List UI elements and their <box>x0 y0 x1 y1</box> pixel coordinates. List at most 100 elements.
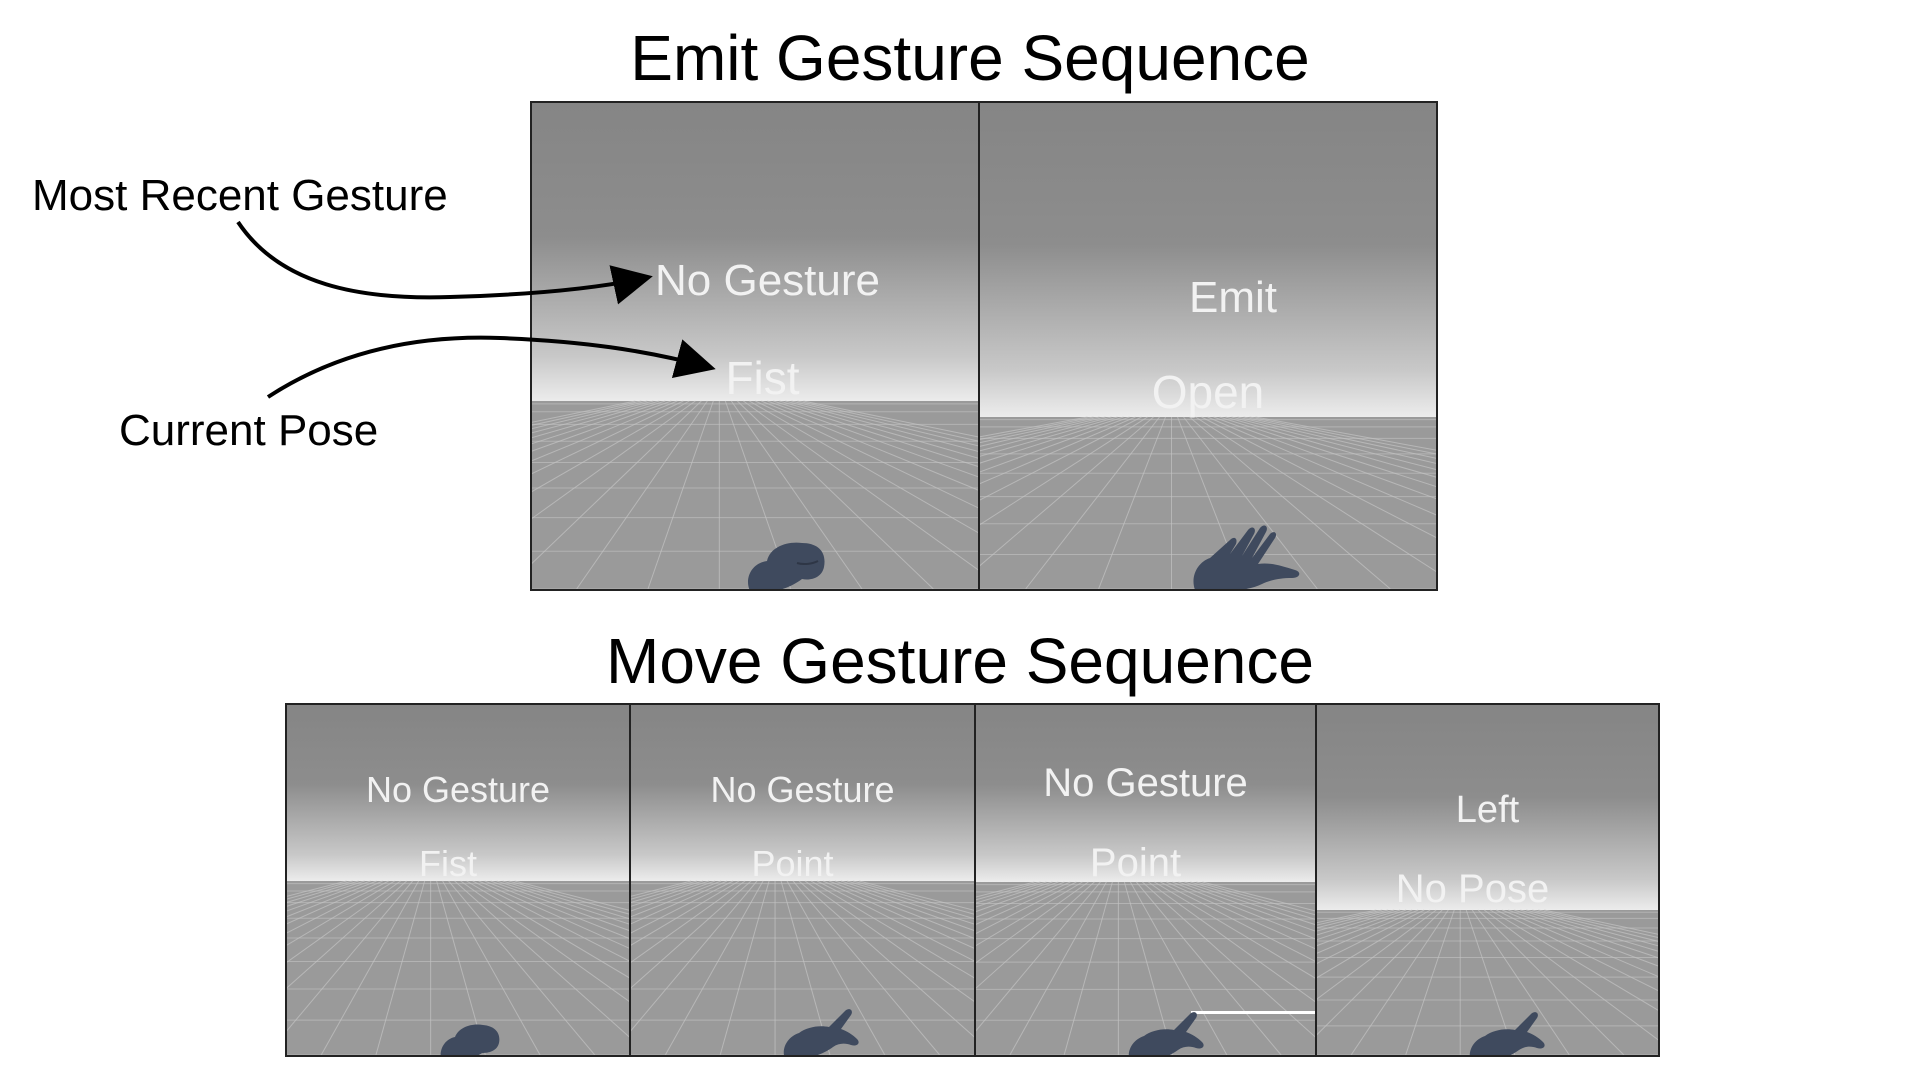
grid-line <box>1538 909 1658 939</box>
grid-line <box>1148 881 1315 1003</box>
grid-line <box>761 400 978 491</box>
grid-line <box>287 880 377 918</box>
grid-line <box>287 880 401 963</box>
pose-label: Fist <box>725 352 800 404</box>
grid-line <box>287 880 414 1032</box>
grid-line <box>532 400 696 520</box>
grid-line <box>1544 909 1658 935</box>
grid-line <box>631 880 716 912</box>
grid-line <box>976 881 1083 947</box>
grid-line <box>743 400 978 571</box>
grid-line <box>514 880 629 911</box>
grid-line <box>980 416 1124 464</box>
grid-line <box>840 880 974 925</box>
gesture-label: No Gesture <box>1043 761 1248 805</box>
grid-line <box>1195 416 1436 573</box>
grid-line <box>1471 909 1570 1055</box>
grid-line <box>320 880 420 1055</box>
grid-line <box>804 880 974 1002</box>
grid-line <box>810 880 974 979</box>
grid-line <box>532 400 690 493</box>
grid-line <box>719 880 770 1055</box>
grid-line <box>631 880 740 946</box>
grid-line <box>792 880 941 1055</box>
fist-hand-icon <box>748 542 825 589</box>
emit-sequence-title: Emit Gesture Sequence <box>630 22 1310 94</box>
floor-grid <box>287 880 629 1055</box>
move-panel-1: No Gesture Fist <box>285 703 631 1057</box>
grid-line <box>980 416 1118 457</box>
grid-line <box>532 400 672 452</box>
grid-line <box>508 880 629 915</box>
grid-line <box>1514 909 1658 959</box>
point-hand-icon <box>1469 1012 1545 1055</box>
grid-line <box>1243 416 1436 459</box>
grid-line <box>1317 909 1401 936</box>
grid-line <box>1477 909 1625 1055</box>
sky <box>976 705 1315 882</box>
gesture-label: Left <box>1455 789 1520 831</box>
grid-line <box>1213 416 1436 500</box>
floor-grid <box>631 880 974 1055</box>
grid-line <box>779 400 978 459</box>
grid-line <box>976 881 1101 1032</box>
point-hand-icon <box>783 1009 859 1055</box>
grid-line <box>858 880 974 911</box>
point-hand-icon <box>1128 1012 1204 1055</box>
grid-line <box>532 400 666 445</box>
grid-line <box>1489 909 1658 1011</box>
grid-line <box>852 880 974 915</box>
grid-line <box>803 400 978 438</box>
grid-line <box>730 400 863 589</box>
grid-line <box>980 416 1148 526</box>
grid-line <box>532 400 684 475</box>
pose-label: No Pose <box>1395 867 1550 911</box>
gesture-label: No Gesture <box>655 256 880 305</box>
grid-line <box>755 400 978 509</box>
grid-line <box>631 880 746 963</box>
move-panel-4: Left No Pose <box>1315 703 1660 1057</box>
pose-label: Point <box>1089 841 1182 885</box>
floor-grid <box>976 881 1315 1055</box>
grid-line <box>1231 416 1436 471</box>
grid-line <box>1483 909 1658 1041</box>
grid-line <box>454 880 629 1038</box>
grid-line <box>834 880 974 931</box>
grid-line <box>1189 416 1391 589</box>
grid-line <box>1219 416 1436 488</box>
gesture-label: Emit <box>1189 273 1277 322</box>
grid-line <box>1255 416 1436 451</box>
grid-line <box>1142 881 1315 1038</box>
move-panel-2: No Gesture Point <box>629 703 976 1057</box>
grid-line <box>980 416 1154 567</box>
grid-line <box>1166 881 1315 950</box>
grid-line <box>484 880 629 939</box>
grid-line <box>767 400 978 478</box>
grid-line <box>1160 881 1315 962</box>
grid-line <box>576 400 708 589</box>
grid-line <box>1123 881 1174 1055</box>
grid-line <box>631 880 758 1032</box>
move-panel-3: No Gesture Point <box>974 703 1317 1057</box>
grid-line <box>980 416 1112 452</box>
grid-line <box>1520 909 1658 952</box>
grid-line <box>1154 881 1315 979</box>
emit-panel-2: Emit Open <box>978 101 1438 591</box>
grid-line <box>631 880 752 989</box>
grid-line <box>647 400 714 589</box>
move-sequence-title: Move Gesture Sequence <box>606 625 1314 697</box>
grid-line <box>976 881 1089 964</box>
grid-line <box>828 880 974 939</box>
grid-line <box>980 416 1136 485</box>
grid-line <box>1317 909 1443 1036</box>
grid-line <box>1190 881 1315 920</box>
floor-grid <box>1317 909 1658 1055</box>
gesture-label: No Gesture <box>710 769 895 810</box>
grid-line <box>1317 909 1437 1000</box>
current-pose-annotation: Current Pose <box>119 406 379 455</box>
pose-label: Point <box>751 843 834 884</box>
grid-line <box>786 880 886 1055</box>
grid-line <box>980 416 1130 473</box>
grid-line <box>1508 909 1658 967</box>
